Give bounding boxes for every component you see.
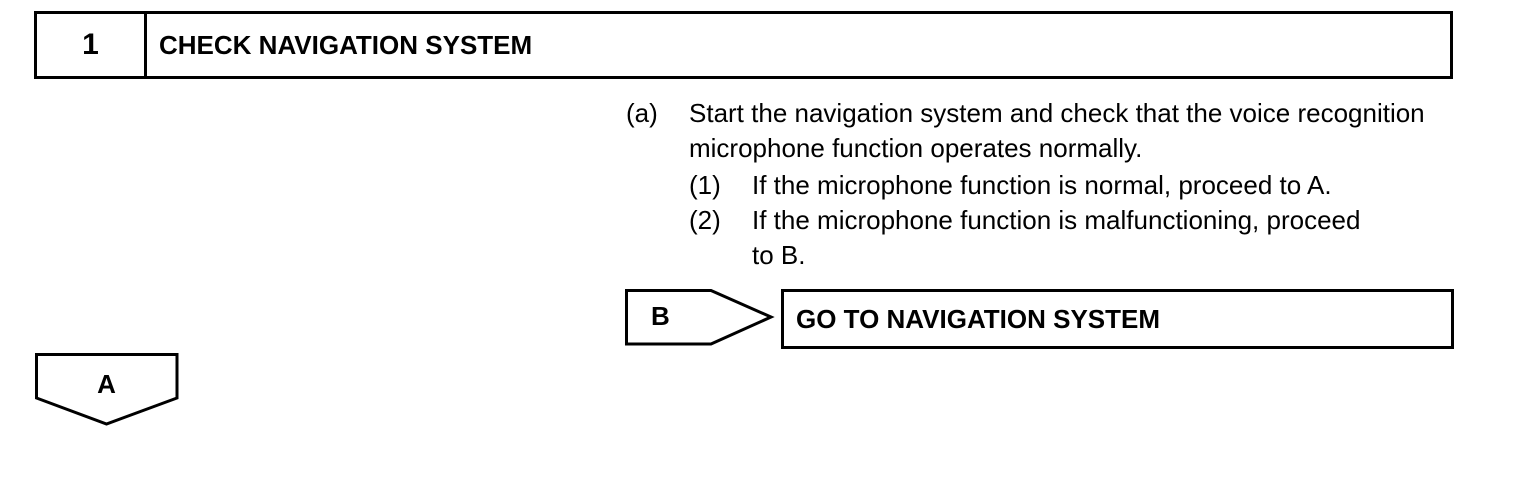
- instruction-a-marker: (a): [626, 98, 658, 128]
- instruction-sub-1-text: If the microphone function is normal, pr…: [752, 170, 1332, 200]
- instruction-sub-1-marker: (1): [689, 170, 721, 200]
- branch-b-label: B: [651, 301, 670, 331]
- instruction-sub-2-text: If the microphone function is malfunctio…: [752, 205, 1361, 270]
- step-header: 1 CHECK NAVIGATION SYSTEM: [34, 11, 1453, 79]
- branch-a-label: A: [97, 369, 116, 399]
- step-title: CHECK NAVIGATION SYSTEM: [159, 29, 533, 60]
- branch-a-arrow: A: [35, 353, 180, 427]
- branch-b-arrow: B: [625, 289, 775, 347]
- branch-b-result: GO TO NAVIGATION SYSTEM: [781, 289, 1454, 349]
- instruction-sub-2-marker: (2): [689, 205, 721, 235]
- instruction-a-text: Start the navigation system and check th…: [689, 98, 1425, 163]
- instruction-sub-1: (1) If the microphone function is normal…: [689, 168, 1466, 203]
- instruction-sub-2: (2) If the microphone function is malfun…: [689, 203, 1372, 273]
- branch-a-arrow-shape: [35, 353, 179, 426]
- step-number: 1: [37, 14, 147, 76]
- instructions: (a) Start the navigation system and chec…: [626, 96, 1466, 273]
- branch-b-arrow-shape: [625, 289, 775, 346]
- instruction-a: (a) Start the navigation system and chec…: [626, 96, 1466, 166]
